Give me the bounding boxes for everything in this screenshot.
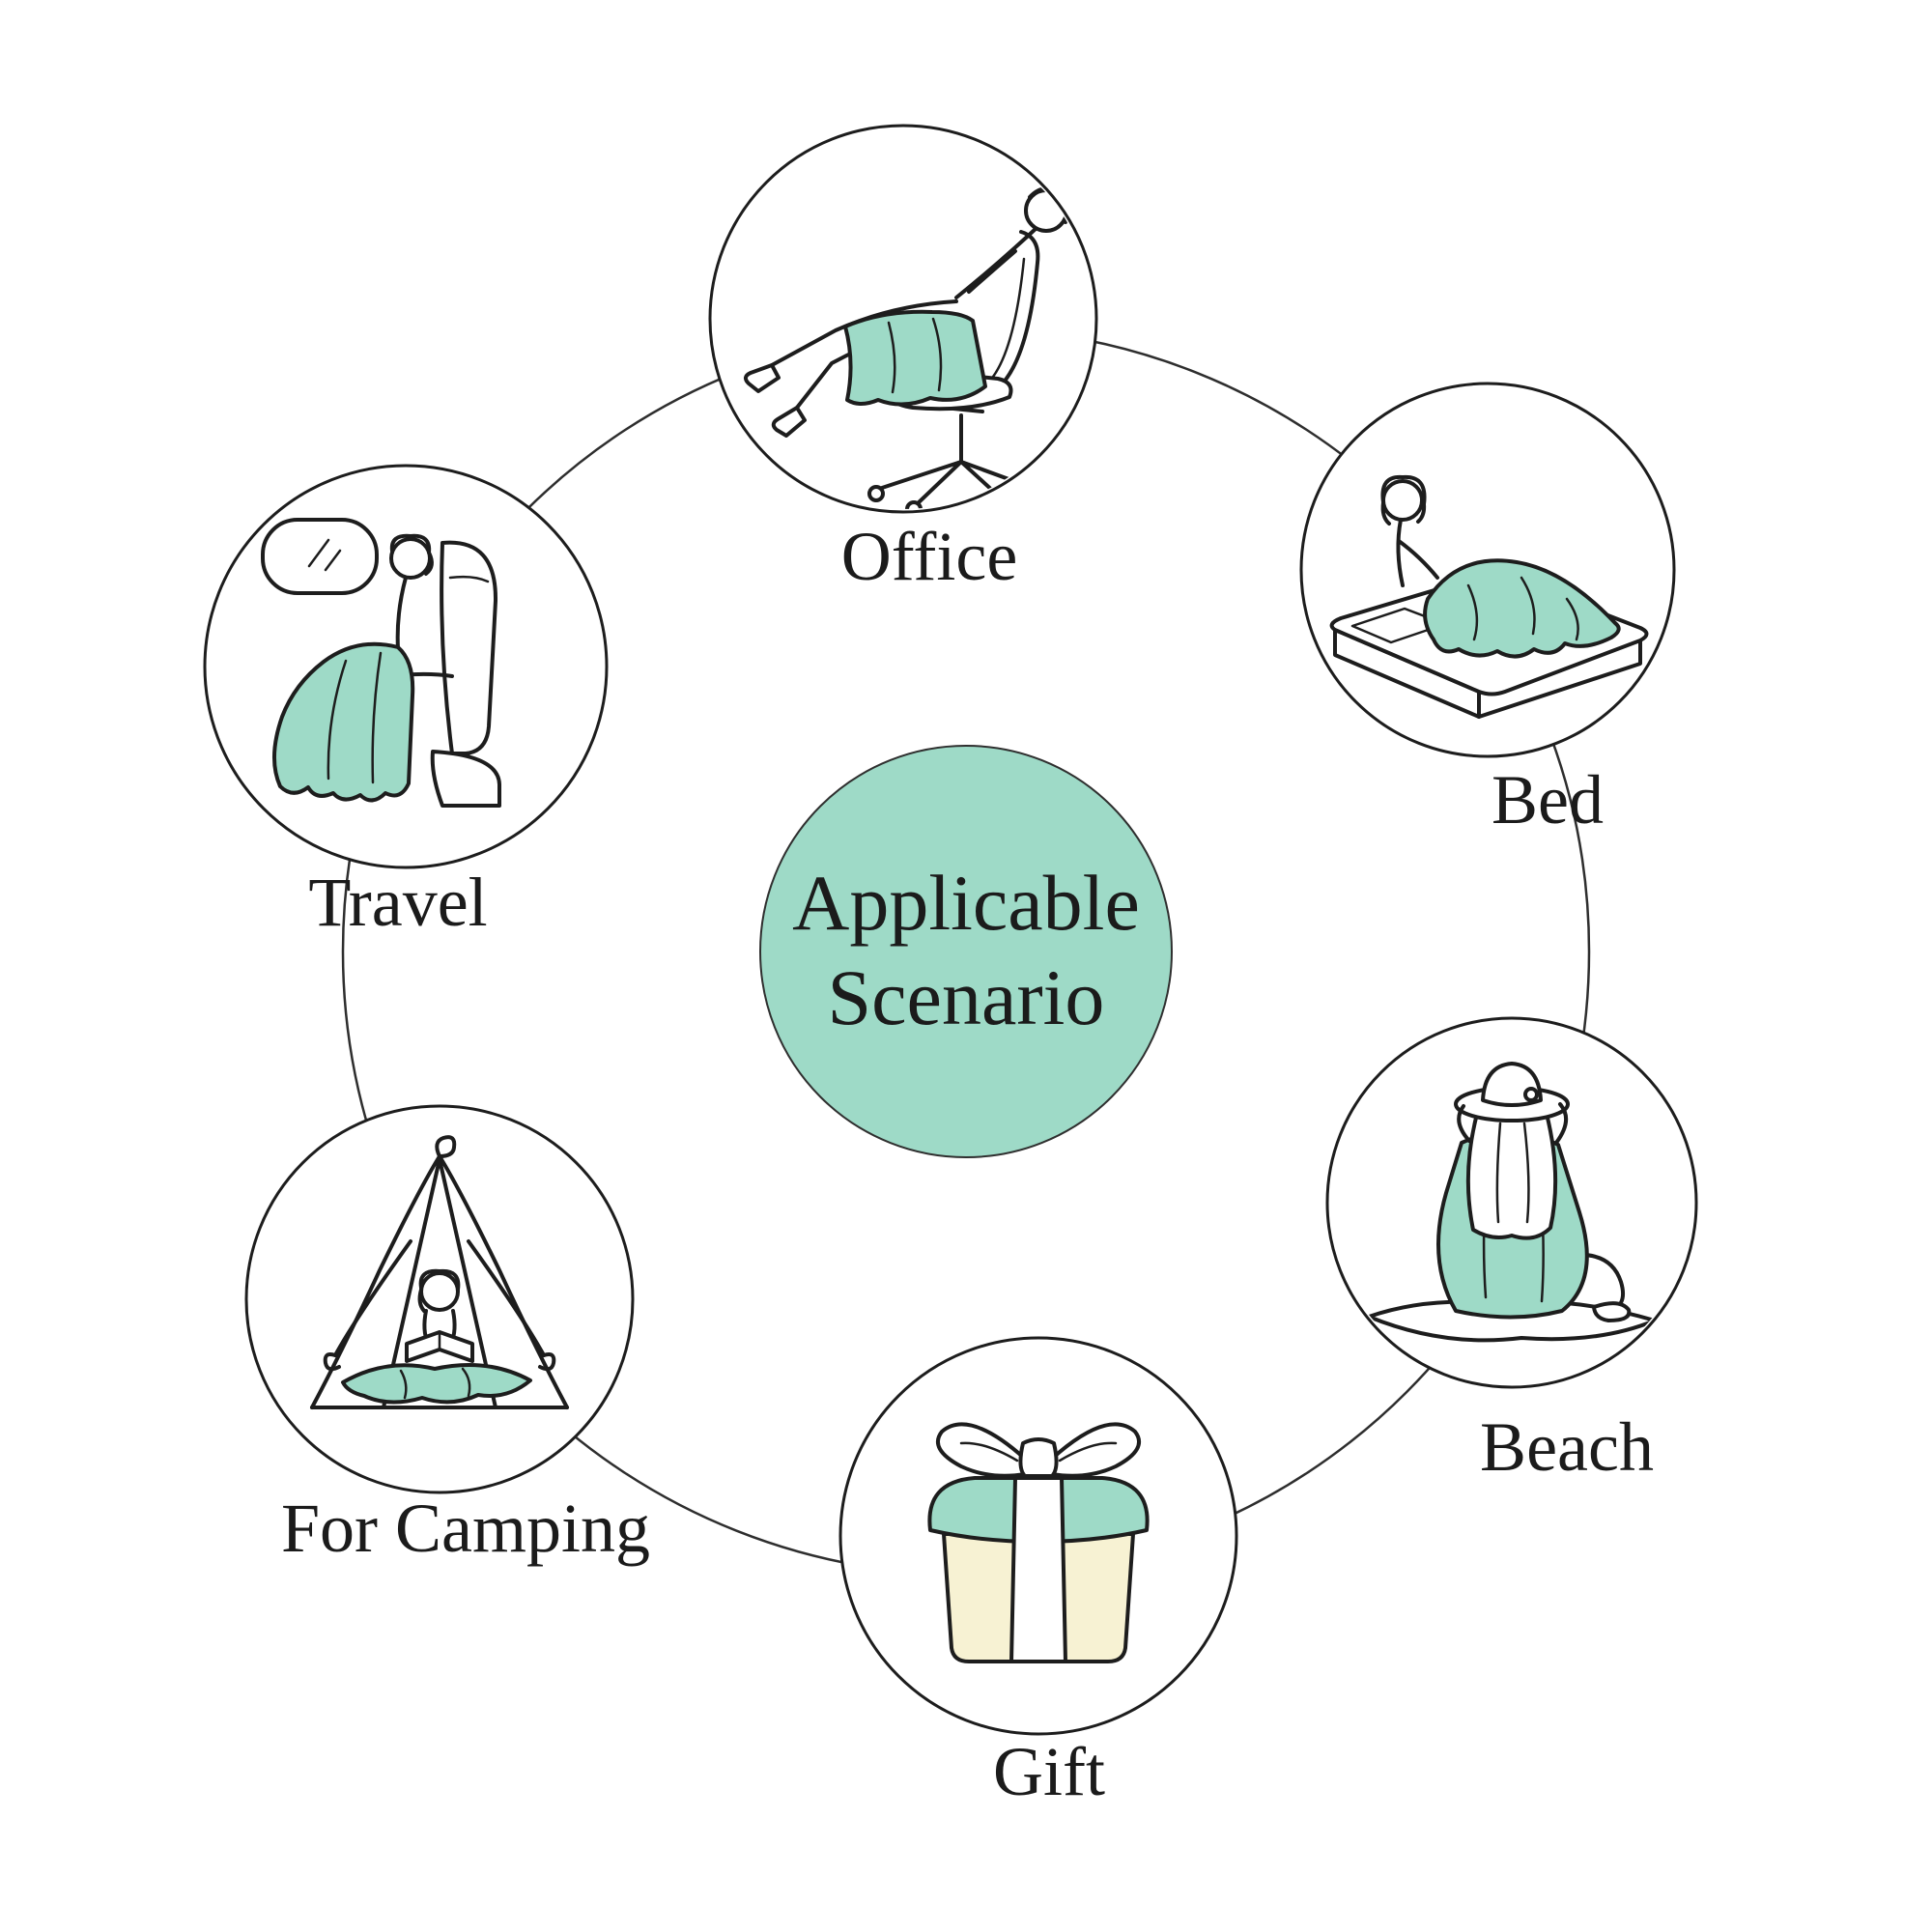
office-label: Office [841,518,1018,595]
center-title-line1: Applicable [792,859,1140,947]
travel-label: Travel [308,864,487,941]
beach-cover-up-icon [1367,1062,1657,1343]
beach-label: Beach [1480,1408,1654,1486]
gift-label: Gift [993,1733,1105,1810]
gift-box-icon [927,1422,1150,1663]
bed-blanket-icon [1329,474,1649,719]
bed-label: Bed [1492,761,1604,838]
camping-label: For Camping [281,1490,650,1567]
center-circle [759,745,1173,1158]
camping-tent-blanket-icon [310,1135,569,1409]
airplane-seat-blanket-icon [261,518,501,808]
center-title-line2: Scenario [828,953,1105,1041]
